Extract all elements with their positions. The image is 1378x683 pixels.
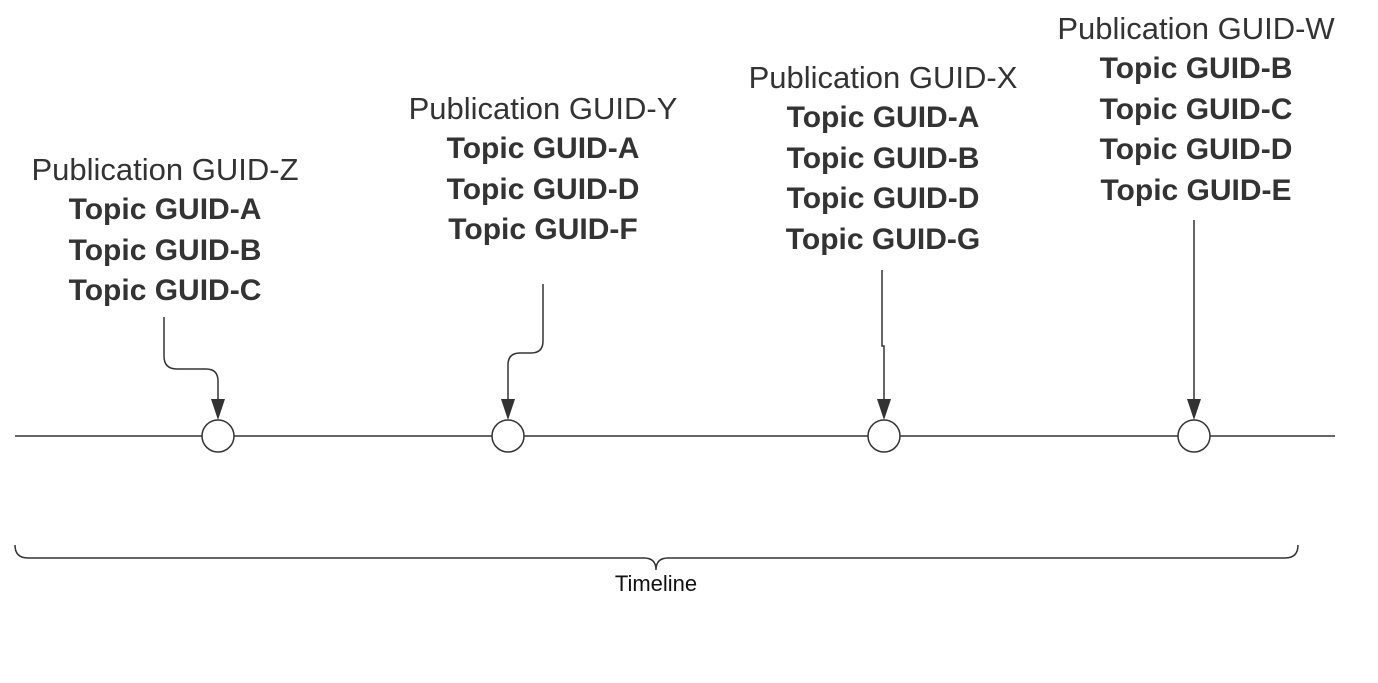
topic-label: Topic GUID-D bbox=[1099, 133, 1293, 166]
publication-block-z: Publication GUID-Z Topic GUID-A Topic GU… bbox=[31, 150, 298, 312]
publication-title-w: Publication GUID-W bbox=[1057, 11, 1335, 46]
topic-label: Topic GUID-A bbox=[68, 193, 262, 226]
connector-arrow-x bbox=[881, 270, 885, 404]
topic-label: Topic GUID-D bbox=[446, 172, 640, 206]
timeline-node-x bbox=[867, 419, 901, 453]
timeline-label: Timeline bbox=[614, 571, 698, 596]
topic-label: Topic GUID-C bbox=[68, 274, 262, 307]
topic-label: Topic GUID-B bbox=[786, 141, 980, 175]
topic-label: Topic GUID-D bbox=[786, 182, 980, 215]
topic-label: Topic GUID-B bbox=[1099, 52, 1293, 85]
connector-arrow-y bbox=[507, 284, 544, 404]
arrowhead-x bbox=[877, 399, 891, 420]
topic-label: Topic GUID-G bbox=[785, 222, 981, 256]
publication-block-x: Publication GUID-X Topic GUID-A Topic GU… bbox=[749, 58, 1018, 260]
timeline-node-w bbox=[1177, 419, 1211, 453]
timeline-node-z bbox=[201, 419, 235, 453]
timeline-brace bbox=[14, 544, 1299, 571]
publication-title-y: Publication GUID-Y bbox=[408, 91, 678, 126]
publication-title-z: Publication GUID-Z bbox=[31, 152, 299, 187]
publication-block-y: Publication GUID-Y Topic GUID-A Topic GU… bbox=[409, 89, 678, 251]
arrowhead-z bbox=[211, 399, 225, 420]
topic-label: Topic GUID-A bbox=[446, 132, 640, 165]
arrowhead-w bbox=[1187, 399, 1201, 420]
timeline-node-y bbox=[491, 419, 525, 453]
publication-title-x: Publication GUID-X bbox=[748, 60, 1018, 95]
topic-label: Topic GUID-C bbox=[1099, 92, 1293, 126]
topic-label: Topic GUID-F bbox=[448, 213, 638, 246]
topic-label: Topic GUID-B bbox=[68, 233, 262, 267]
arrowhead-y bbox=[501, 399, 515, 420]
topic-label: Topic GUID-A bbox=[786, 101, 980, 134]
publication-block-w: Publication GUID-W Topic GUID-B Topic GU… bbox=[1057, 9, 1334, 211]
topic-label: Topic GUID-E bbox=[1100, 173, 1292, 207]
connector-arrow-z bbox=[163, 317, 219, 404]
